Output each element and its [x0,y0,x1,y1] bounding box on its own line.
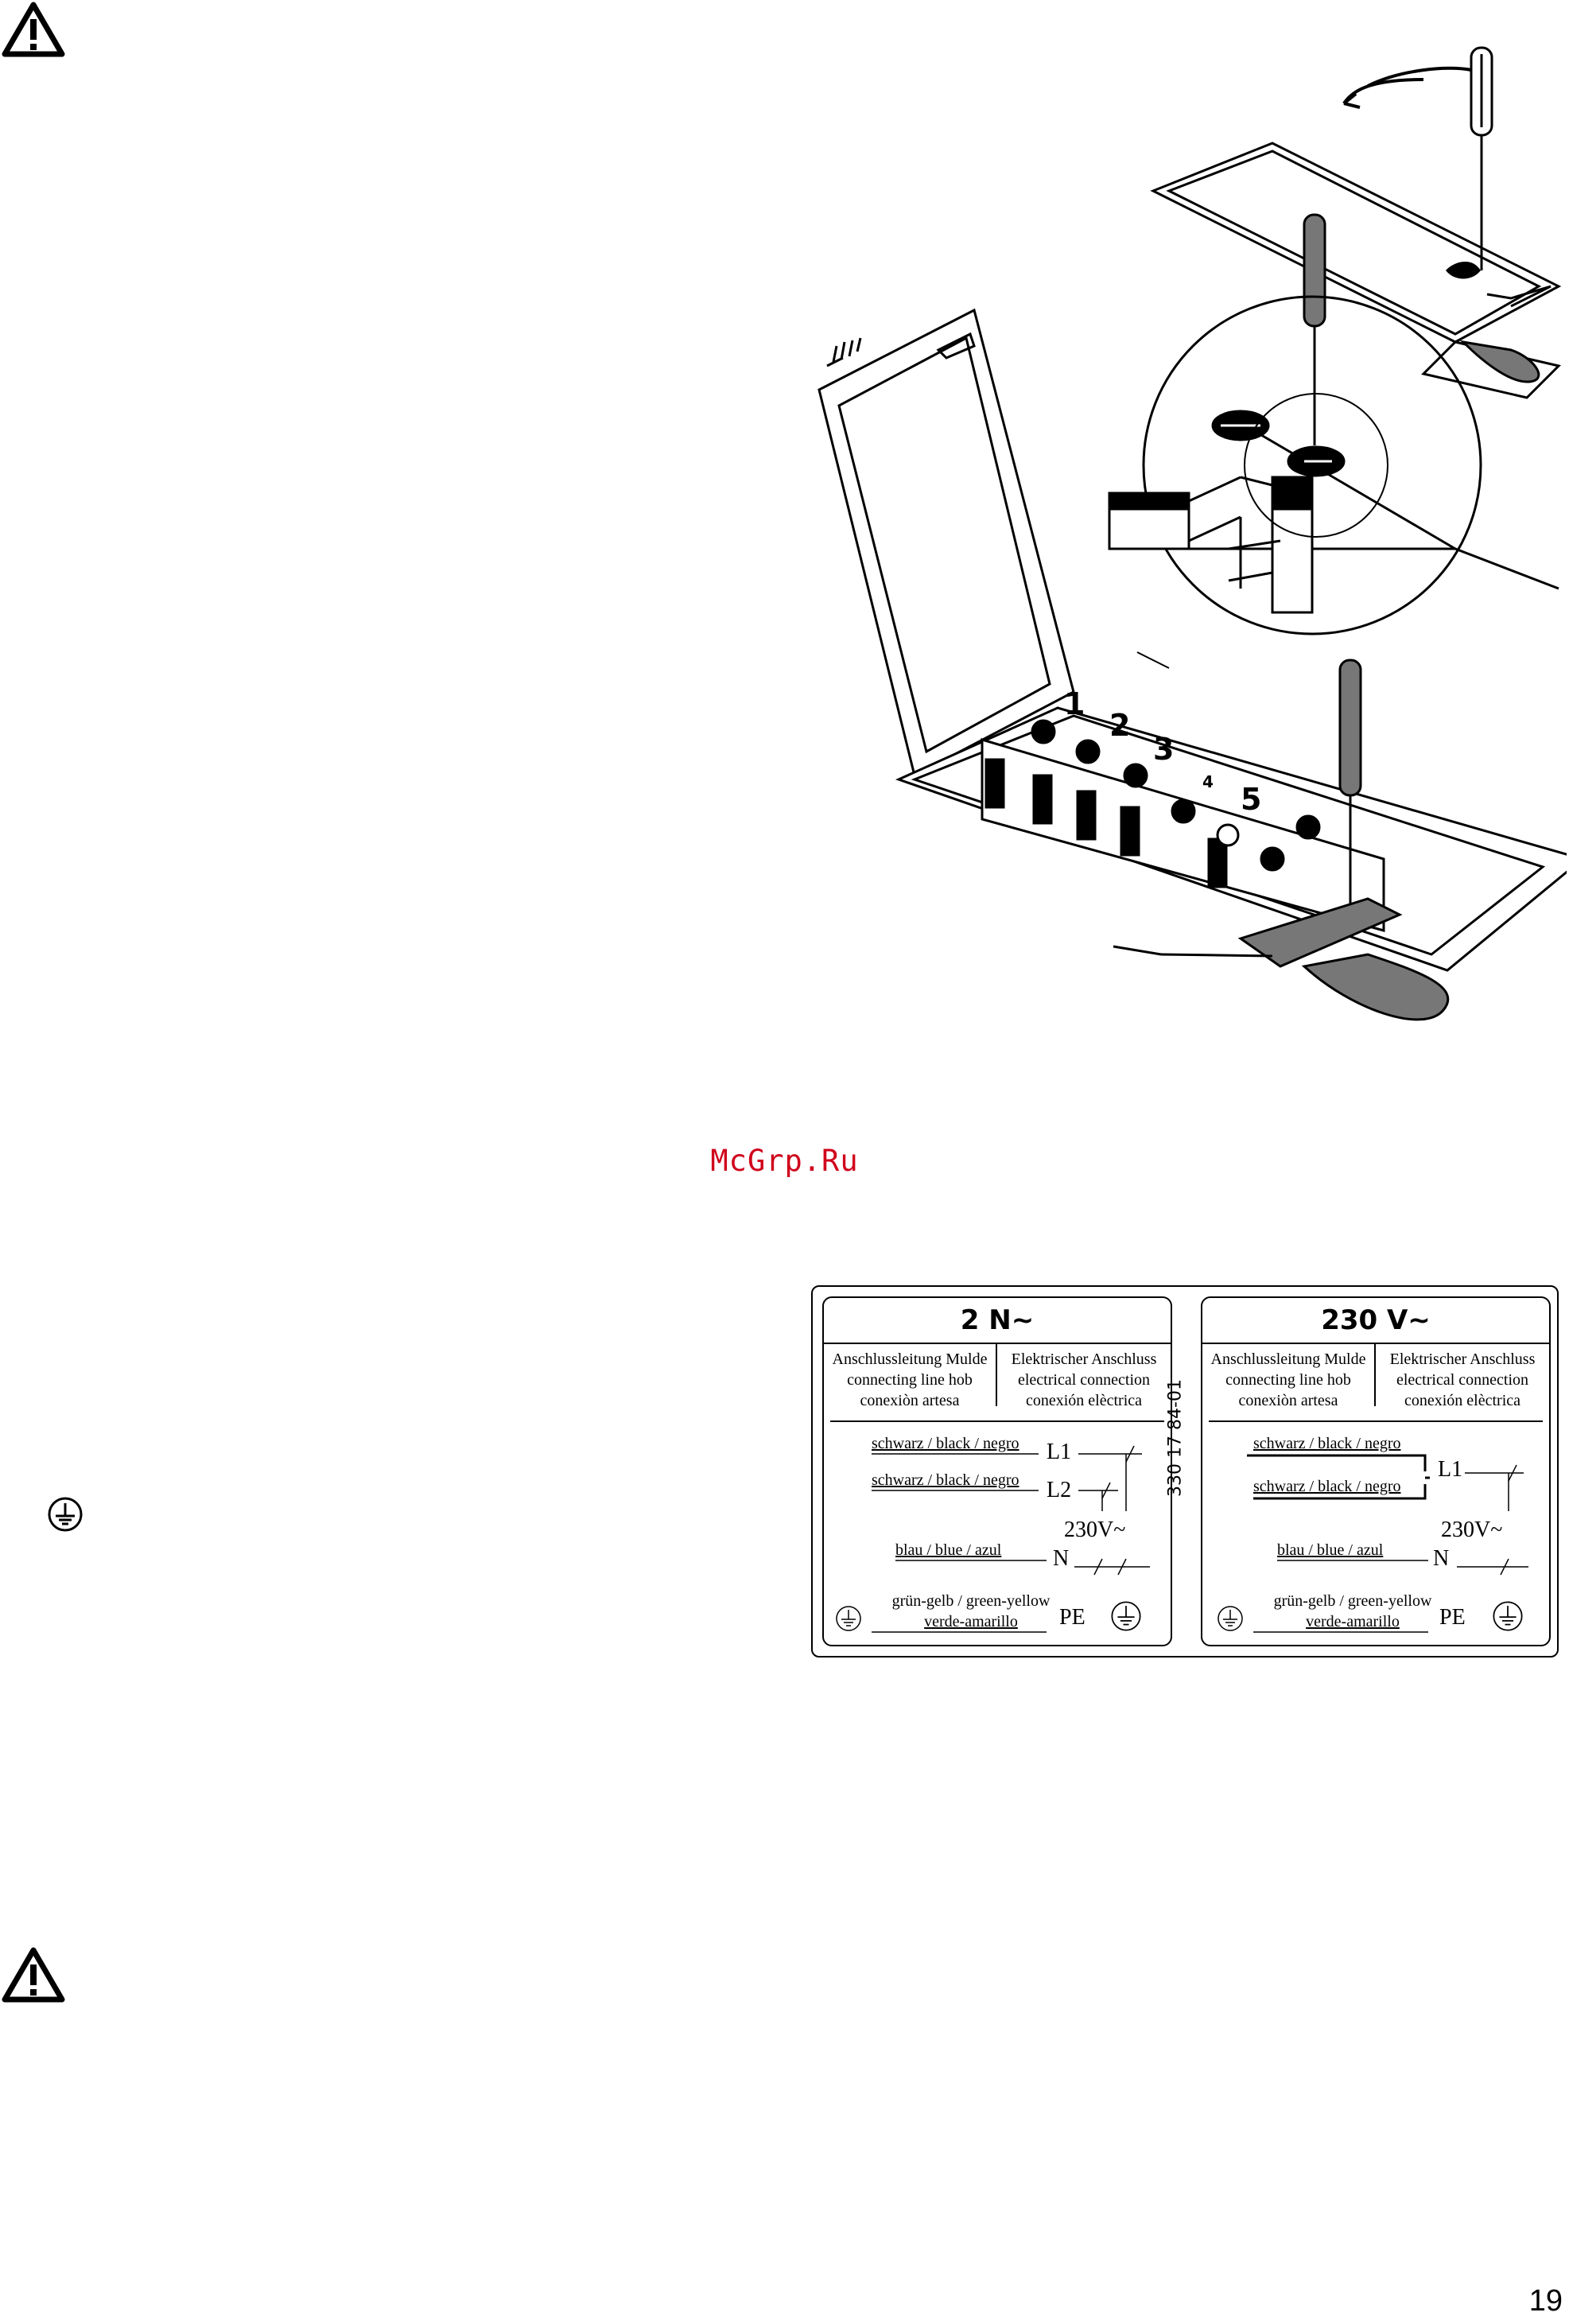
voltage-label: 230V~ [1064,1518,1126,1542]
warning-triangle-icon [0,0,67,59]
wire-label-green-yellow: grün-gelb / green-yellow verde-amarillo [1273,1592,1432,1630]
terminal-l1: L1 [1047,1440,1072,1464]
svg-text:4: 4 [1202,772,1214,791]
wire-label-black-2: schwarz / black / negro [872,1471,1019,1489]
wiring-panel-2n: 2 N~ Anschlussleitung Mulde connecting l… [822,1296,1172,1646]
label-part-number: 330 17 84-01 [1165,1379,1186,1497]
svg-text:3: 3 [1153,732,1174,767]
page-number: 19 [1528,2284,1563,2318]
voltage-label: 230V~ [1441,1518,1503,1542]
terminal-l2: L2 [1047,1478,1072,1502]
wiring-panel-230v: 230 V~ Anschlussleitung Mulde connecting… [1201,1296,1551,1646]
ground-icon [835,1605,862,1636]
terminal-pe: PE [1059,1605,1085,1630]
svg-text:1: 1 [1064,686,1085,721]
protective-earth-icon [46,1495,84,1533]
panel-title: 2 N~ [824,1298,1171,1344]
divider [830,1420,1164,1422]
hob-connection-illustration: 1 2 3 4 5 [795,32,1569,1070]
divider [1209,1420,1543,1422]
wire-label-blue: blau / blue / azul [1277,1541,1384,1559]
panel-title: 230 V~ [1202,1298,1549,1344]
svg-text:2: 2 [1109,708,1130,743]
wiring-label: 2 N~ Anschlussleitung Mulde connecting l… [811,1285,1559,1658]
ground-icon [1217,1605,1244,1636]
wire-label-black-1: schwarz / black / negro [872,1435,1019,1452]
wiring-lines [872,1445,1150,1633]
wire-label-black-1: schwarz / black / negro [1253,1435,1401,1452]
svg-text:5: 5 [1241,782,1261,817]
wire-label-black-2: schwarz / black / negro [1253,1478,1401,1495]
terminal-pe: PE [1439,1605,1466,1630]
caption-electrical-connection: Elektrischer Anschluss electrical connec… [1011,1350,1157,1409]
watermark: McGrp.Ru [710,1144,859,1178]
caption-connecting-line: Anschlussleitung Mulde connecting line h… [824,1343,997,1409]
ground-icon [1110,1600,1142,1636]
terminal-l1: L1 [1438,1457,1463,1482]
wire-label-green-yellow: grün-gelb / green-yellow verde-amarillo [891,1592,1051,1630]
terminal-n: N [1433,1546,1450,1571]
wire-label-blue: blau / blue / azul [895,1541,1002,1559]
caption-connecting-line: Anschlussleitung Mulde connecting line h… [1202,1343,1376,1409]
caption-electrical-connection: Elektrischer Anschluss electrical connec… [1389,1350,1536,1409]
ground-icon [1492,1600,1524,1636]
warning-triangle-icon [0,1945,67,2004]
wiring-lines [1247,1454,1528,1633]
terminal-n: N [1053,1546,1070,1571]
